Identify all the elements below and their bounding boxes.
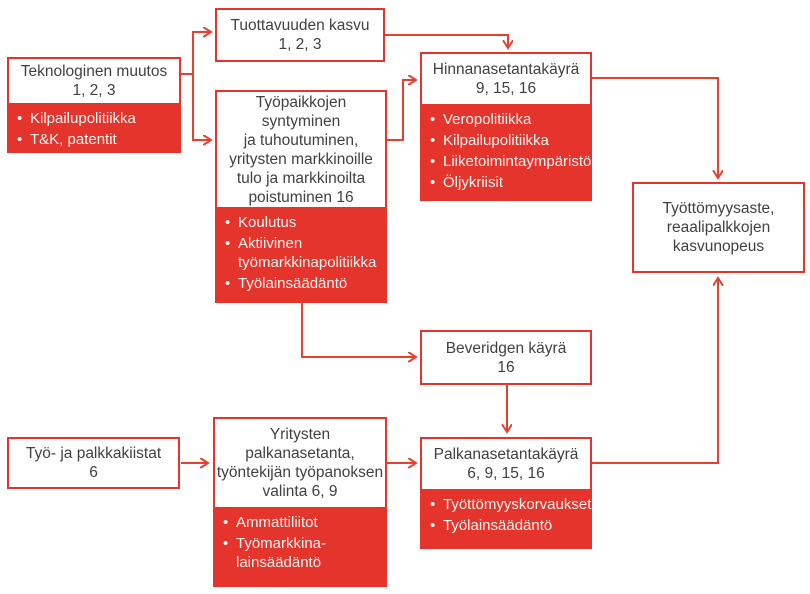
box-tuottavuuden-kasvu: Tuottavuuden kasvu 1, 2, 3 <box>215 8 385 62</box>
box-title: Hinnanasetantakäyrä 9, 15, 16 <box>422 54 590 104</box>
bullet-item: Öljykriisit <box>430 173 588 192</box>
box-teknologinen-muutos: Teknologinen muutos 1, 2, 3 Kilpailupoli… <box>7 57 181 153</box>
bullet-text: Liiketoimintaympäristö <box>443 153 592 170</box>
policy-bullet-list: Työttömyyskorvaukset Työlainsäädäntö <box>422 489 592 547</box>
bullet-dot-icon <box>430 173 443 192</box>
title-reference-numbers: 9, 15, 16 <box>475 80 537 97</box>
box-tyopaikkojen-syntyminen: Työpaikkojen syntyminen ja tuhoutuminen,… <box>215 90 387 303</box>
title-line: Beveridgen käyrä <box>445 339 567 357</box>
connector-hinnanasetanta-tyottomyysaste <box>592 77 718 178</box>
title-line: syntyminen <box>261 112 341 130</box>
box-title: Työpaikkojen syntyminen ja tuhoutuminen,… <box>217 92 385 207</box>
box-tyo-ja-palkkakiistat: Työ- ja palkkakiistat 6 <box>7 437 180 489</box>
bullet-dot-icon <box>17 130 30 149</box>
bullet-text: Veropolitiikka <box>443 111 532 128</box>
title-line: kasvunopeus <box>672 238 765 255</box>
bullet-dot-icon <box>430 110 443 129</box>
title-reference-numbers: 16 <box>497 358 515 376</box>
policy-bullet-list: Koulutus Aktiivinen työmarkkinapolitiikk… <box>217 207 385 301</box>
title-line: Hinnanasetantakäyrä <box>432 61 580 78</box>
connector-fork-stem <box>181 31 194 141</box>
bullet-text: Kilpailupolitiikka <box>443 132 549 149</box>
title-reference-numbers: 6 <box>89 464 98 481</box>
connector-tyopaikkojen-hinnanasetanta <box>387 80 416 141</box>
bullet-text: Työlainsäädäntö <box>238 275 348 292</box>
bullet-text: Koulutus <box>238 214 297 231</box>
box-title: Työ- ja palkkakiistat 6 <box>9 439 178 487</box>
box-title: Tuottavuuden kasvu 1, 2, 3 <box>217 10 383 60</box>
bullet-item: Työttömyyskorvaukset <box>430 495 592 514</box>
title-reference-numbers: 1, 2, 3 <box>278 36 322 53</box>
title-line: Palkanasetantakäyrä <box>433 446 579 463</box>
bullet-item: T&K, patentit <box>17 130 177 149</box>
title-line: Työpaikkojen <box>255 93 347 111</box>
bullet-item: Liiketoimintaympäristö <box>430 152 592 171</box>
bullet-dot-icon <box>225 213 238 232</box>
title-reference-numbers: valinta 6, 9 <box>262 483 338 500</box>
title-line: yritysten markkinoille <box>229 150 373 168</box>
bullet-item: Kilpailupolitiikka <box>430 131 588 150</box>
title-line: ja tuhoutuminen, <box>243 131 359 149</box>
bullet-item: Työmarkkina-lainsäädäntö <box>223 534 383 572</box>
bullet-dot-icon <box>17 109 30 128</box>
title-line: tulo ja markkinoilta <box>236 169 366 187</box>
title-line: työntekijän työpanoksen <box>216 464 384 481</box>
box-palkanasetantakayra: Palkanasetantakäyrä 6, 9, 15, 16 Työttöm… <box>420 437 592 549</box>
box-title: Beveridgen käyrä 16 <box>422 332 590 383</box>
bullet-item: Veropolitiikka <box>430 110 588 129</box>
policy-bullet-list: Veropolitiikka Kilpailupolitiikka Liiket… <box>422 104 592 199</box>
bullet-text: Öljykriisit <box>443 174 503 191</box>
box-tyottomyysaste: Työttömyysaste, reaalipalkkojen kasvunop… <box>632 182 805 273</box>
bullet-dot-icon <box>430 152 443 171</box>
title-line: Työttömyysaste, <box>662 200 775 217</box>
title-line: Yritysten <box>269 426 331 443</box>
bullet-text: Kilpailupolitiikka <box>30 110 136 127</box>
bullet-dot-icon <box>225 274 238 293</box>
bullet-dot-icon <box>225 234 238 272</box>
bullet-text: Työttömyyskorvaukset <box>443 496 592 513</box>
policy-bullet-list: Ammattiliitot Työmarkkina-lainsäädäntö <box>215 507 385 585</box>
connector-tuottavuuden-hinnanasetanta <box>385 34 508 48</box>
box-hinnanasetantakayra: Hinnanasetantakäyrä 9, 15, 16 Veropoliti… <box>420 52 592 201</box>
title-line: palkanasetanta, <box>245 445 355 462</box>
bullet-item: Kilpailupolitiikka <box>17 109 177 128</box>
bullet-dot-icon <box>223 513 236 532</box>
box-title: Työttömyysaste, reaalipalkkojen kasvunop… <box>634 184 803 271</box>
bullet-dot-icon <box>430 495 443 514</box>
box-title: Teknologinen muutos 1, 2, 3 <box>9 59 179 103</box>
bullet-text: Työlainsäädäntö <box>443 517 553 534</box>
bullet-item: Koulutus <box>225 213 383 232</box>
policy-bullet-list: Kilpailupolitiikka T&K, patentit <box>9 103 179 151</box>
title-line: Työ- ja palkkakiistat <box>25 445 162 462</box>
box-beveridgen-kayra: Beveridgen käyrä 16 <box>420 330 592 385</box>
bullet-text: Aktiivinen työmarkkinapolitiikka <box>238 235 377 271</box>
title-reference-numbers: poistuminen 16 <box>248 188 354 206</box>
box-title: Palkanasetantakäyrä 6, 9, 15, 16 <box>422 439 590 489</box>
bullet-item: Työlainsäädäntö <box>225 274 383 293</box>
bullet-dot-icon <box>223 534 236 572</box>
bullet-dot-icon <box>430 516 443 535</box>
bullet-text: T&K, patentit <box>30 131 117 148</box>
connector-palkanasetanta-tyottomyysaste <box>592 278 718 464</box>
bullet-item: Aktiivinen työmarkkinapolitiikka <box>225 234 383 272</box>
bullet-text: Työmarkkina-lainsäädäntö <box>236 535 327 571</box>
bullet-text: Ammattiliitot <box>236 514 318 531</box>
bullet-item: Työlainsäädäntö <box>430 516 588 535</box>
box-yritysten-palkanasetanta: Yritysten palkanasetanta, työntekijän ty… <box>213 417 387 587</box>
title-line: Tuottavuuden kasvu <box>230 17 370 34</box>
bullet-dot-icon <box>430 131 443 150</box>
title-line: Teknologinen muutos <box>20 63 168 80</box>
title-reference-numbers: 6, 9, 15, 16 <box>467 465 545 482</box>
title-reference-numbers: 1, 2, 3 <box>72 82 116 99</box>
bullet-item: Ammattiliitot <box>223 513 383 532</box>
box-title: Yritysten palkanasetanta, työntekijän ty… <box>215 419 385 507</box>
title-line: reaalipalkkojen <box>666 219 771 236</box>
connector-tyopaikkojen-beveridgen <box>301 303 416 357</box>
